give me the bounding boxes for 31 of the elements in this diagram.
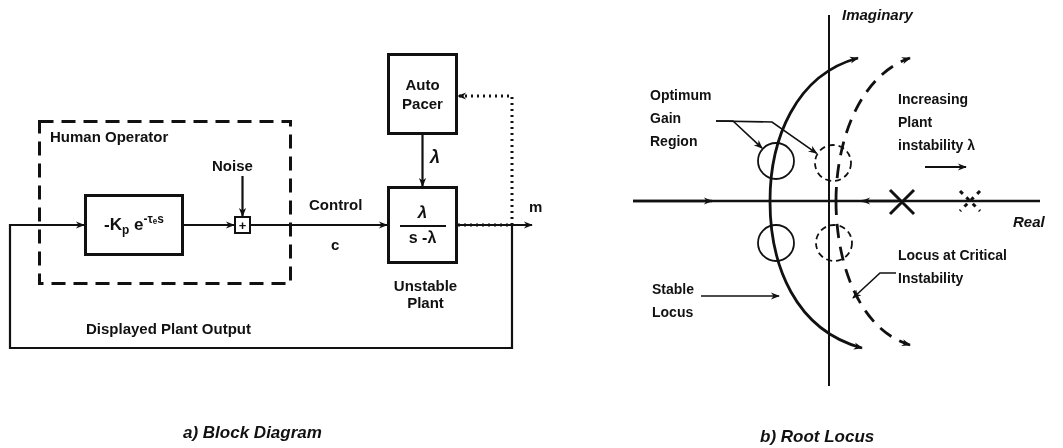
annotation-text: Increasing Plant instability λ [898,90,977,155]
block-label: Auto Pacer [401,74,444,114]
signal-arrow [457,92,514,227]
signal-arrow [184,221,235,229]
plus-sign: + [238,218,247,232]
block-label: -K$_{p}$ e$^{-τₑs}$ [104,211,164,239]
annotation-text: Locus at Critical Instability [898,246,1008,288]
annotation-text: Optimum Gain Region [650,86,713,151]
annotation-text: Noise [212,156,254,176]
numerator: λ [417,203,428,223]
signal-arrow [251,221,388,229]
transfer-block [387,53,458,135]
edge-label: Displayed Plant Output [84,321,253,338]
signal-arrow [8,221,514,350]
axis-label: Real [1013,213,1045,231]
block-caption: Unstable Plant [392,277,459,312]
transfer-block [84,194,184,256]
annotation-text: Stable Locus [652,280,695,322]
panel-caption: a) Block Diagram [183,423,322,443]
panel-caption: b) Root Locus [760,427,875,447]
signal-arrow [418,135,427,187]
subsystem-boundary [38,120,292,285]
leader-line [852,272,897,299]
denominator: s -λ [408,229,437,247]
summing-junction [234,216,251,234]
leader-line [700,292,780,300]
group-heading: Human Operator [50,128,169,146]
axis-label: Imaginary [842,6,913,24]
leader-line [715,120,818,155]
signal-arrow [238,176,247,217]
signal-label: c [331,236,340,254]
